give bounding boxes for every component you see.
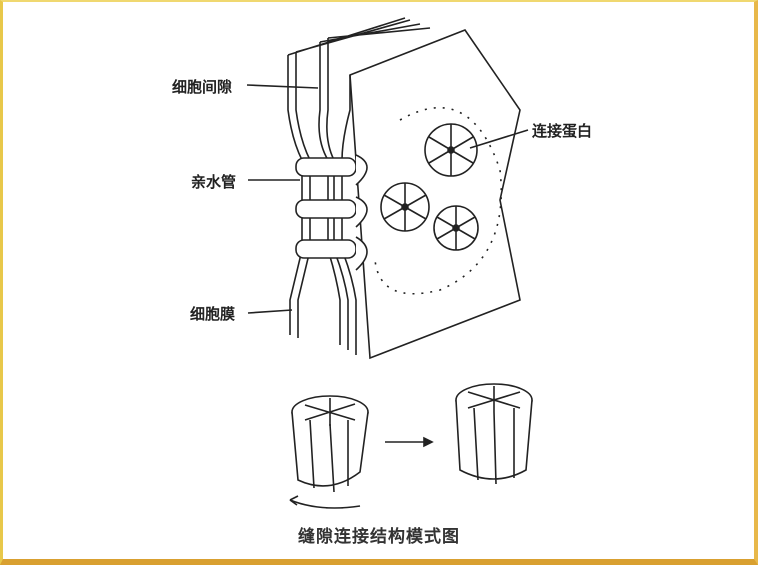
rotation-arrow bbox=[289, 499, 361, 509]
label-connexin: 连接蛋白 bbox=[532, 122, 593, 140]
connexon-open bbox=[455, 383, 533, 485]
hydrophilic-channels bbox=[295, 154, 368, 271]
label-intercellular-space: 细胞间隙 bbox=[172, 78, 233, 96]
figure-caption: 缝隙连接结构模式图 bbox=[298, 527, 460, 547]
leader-lines bbox=[246, 84, 529, 314]
membrane-sheet bbox=[349, 29, 521, 360]
connexon-rosettes bbox=[380, 123, 479, 251]
label-hydrophilic-channel: 亲水管 bbox=[191, 173, 237, 191]
connexon-closed bbox=[291, 395, 369, 493]
label-cell-membrane: 细胞膜 bbox=[190, 305, 236, 323]
